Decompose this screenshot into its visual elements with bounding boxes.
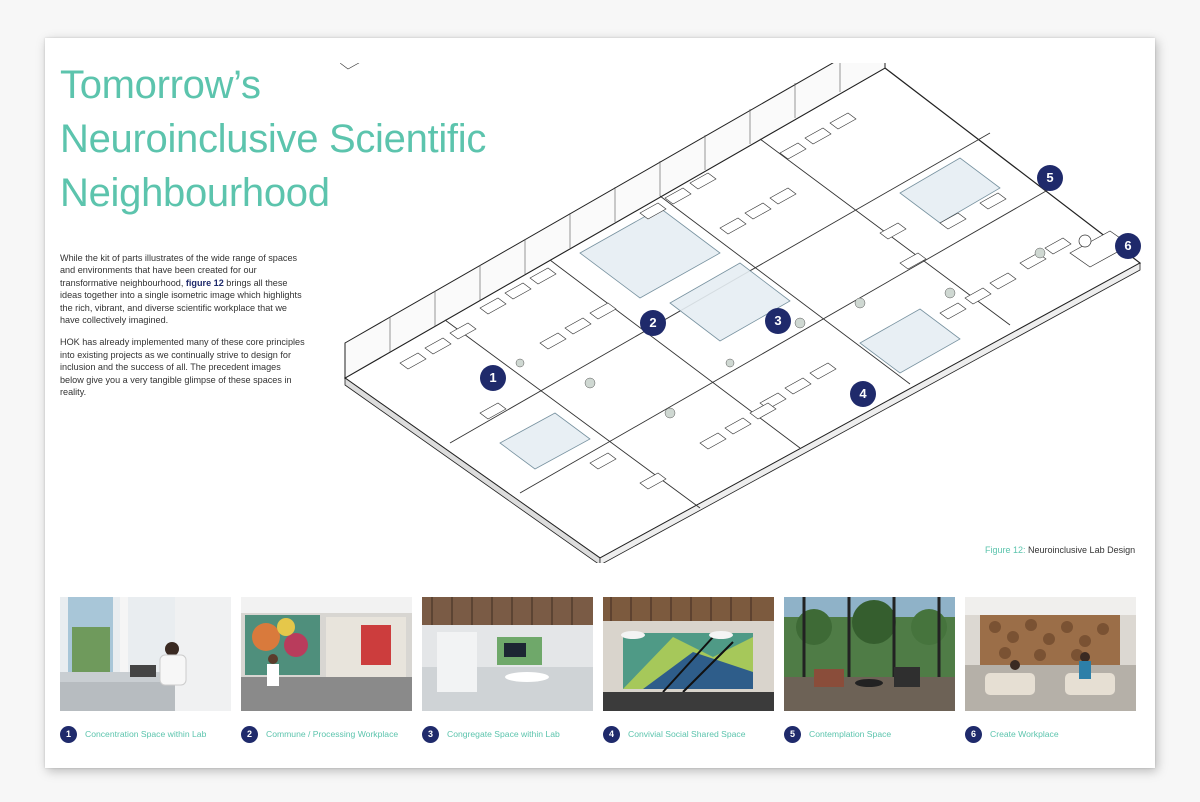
space-badge-4: 4 — [603, 725, 620, 743]
isometric-lab-illustration: 1 2 3 4 5 6 — [339, 32, 1150, 566]
space-name-6: Create Workplace — [990, 729, 1059, 739]
photo-concentration-space — [60, 597, 231, 711]
space-label-4: 4 Convivial Social Shared Space — [603, 725, 774, 743]
intro-p1-end: brings all these ideas together into a s… — [60, 277, 302, 326]
figure-reference: figure 12 — [185, 277, 224, 288]
intro-p1-start: While the kit of parts illustrates of th… — [60, 253, 298, 288]
intro-text: While the kit of parts illustrates of th… — [60, 252, 305, 408]
marker-6: 6 — [1115, 233, 1141, 259]
intro-paragraph-2: HOK has already implemented many of thes… — [60, 337, 305, 398]
space-name-4: Convivial Social Shared Space — [628, 729, 746, 739]
photo-card-3: 3 Congregate Space within Lab — [422, 597, 593, 743]
space-label-1: 1 Concentration Space within Lab — [60, 725, 231, 743]
space-badge-6: 6 — [965, 725, 982, 743]
photo-card-2: 2 Commune / Processing Workplace — [241, 597, 412, 743]
figure-caption: Figure 12: Neuroinclusive Lab Design — [985, 545, 1135, 555]
photo-card-1: 1 Concentration Space within Lab — [60, 597, 231, 743]
intro-paragraph-1: While the kit of parts illustrates of th… — [60, 252, 305, 326]
space-name-3: Congregate Space within Lab — [447, 729, 560, 739]
photo-convivial-social-space — [603, 597, 774, 711]
marker-1: 1 — [480, 365, 506, 391]
marker-3: 3 — [765, 308, 791, 334]
space-name-1: Concentration Space within Lab — [85, 729, 207, 739]
photo-card-4: 4 Convivial Social Shared Space — [603, 597, 774, 743]
title-line-2: Neuroinclusive Scientific — [60, 117, 487, 161]
space-badge-1: 1 — [60, 725, 77, 743]
caption-prefix: Figure 12: — [985, 545, 1026, 555]
precedent-photos: 1 Concentration Space within Lab — [60, 597, 1140, 747]
caption-text: Neuroinclusive Lab Design — [1025, 545, 1136, 555]
document-page: Tomorrow’s Neuroinclusive Scientific Nei… — [45, 32, 1155, 768]
space-name-2: Commune / Processing Workplace — [266, 729, 399, 739]
title-line-1: Tomorrow’s — [60, 63, 261, 107]
photo-create-workplace — [965, 597, 1136, 711]
space-label-3: 3 Congregate Space within Lab — [422, 725, 593, 743]
space-badge-3: 3 — [422, 725, 439, 743]
title-line-3: Neighbourhood — [60, 171, 330, 215]
space-label-5: 5 Contemplation Space — [784, 725, 955, 743]
space-name-5: Contemplation Space — [809, 729, 892, 739]
space-label-6: 6 Create Workplace — [965, 725, 1136, 743]
photo-congregate-space — [422, 597, 593, 711]
space-label-2: 2 Commune / Processing Workplace — [241, 725, 412, 743]
photo-commune-workplace — [241, 597, 412, 711]
marker-4: 4 — [850, 381, 876, 407]
page-title: Tomorrow’s Neuroinclusive Scientific Nei… — [60, 58, 620, 220]
photo-card-6: 6 Create Workplace — [965, 597, 1136, 743]
marker-2: 2 — [640, 310, 666, 336]
marker-5: 5 — [1037, 165, 1063, 191]
photo-card-5: 5 Contemplation Space — [784, 597, 955, 743]
space-badge-2: 2 — [241, 725, 258, 743]
photo-contemplation-space — [784, 597, 955, 711]
space-badge-5: 5 — [784, 725, 801, 743]
